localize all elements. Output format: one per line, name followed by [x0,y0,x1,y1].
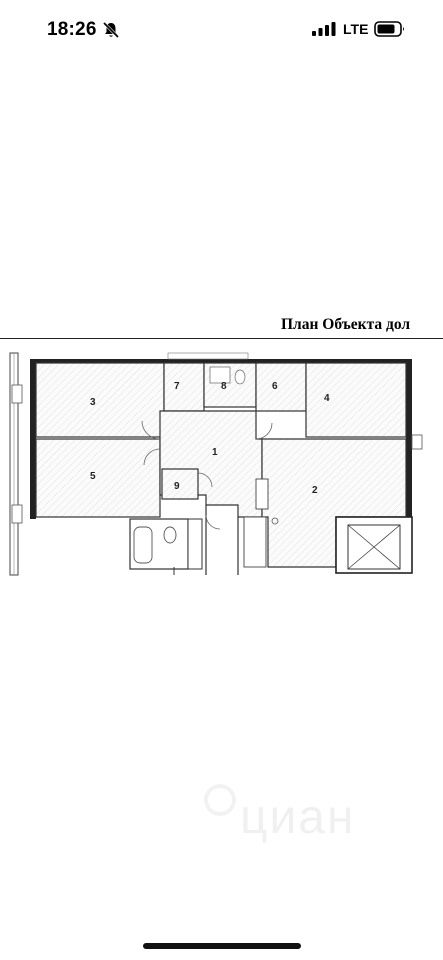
battery-icon [374,21,404,37]
room-label-6: 6 [272,381,278,392]
network-type: LTE [343,21,369,37]
document-title: План Объекта дол [281,316,411,333]
home-indicator[interactable] [143,943,301,949]
room-label-4: 4 [324,393,330,404]
room-label-2: 2 [312,485,318,496]
room-label-9: 9 [174,481,180,492]
watermark-text: циан [240,791,356,844]
room-label-5: 5 [90,471,96,482]
room-label-7: 7 [174,381,180,392]
status-bar: 18:26 LTE [0,0,443,60]
room-label-3: 3 [90,397,96,408]
cellular-signal-icon [312,22,336,36]
watermark-logo-icon [204,784,236,816]
floor-plan: 3 5 7 8 6 4 1 9 2 [9,352,423,576]
room-label-8: 8 [221,381,227,392]
title-divider [0,338,443,339]
bell-slash-icon [102,21,120,39]
room-label-1: 1 [212,447,218,458]
status-time: 18:26 [47,19,97,40]
